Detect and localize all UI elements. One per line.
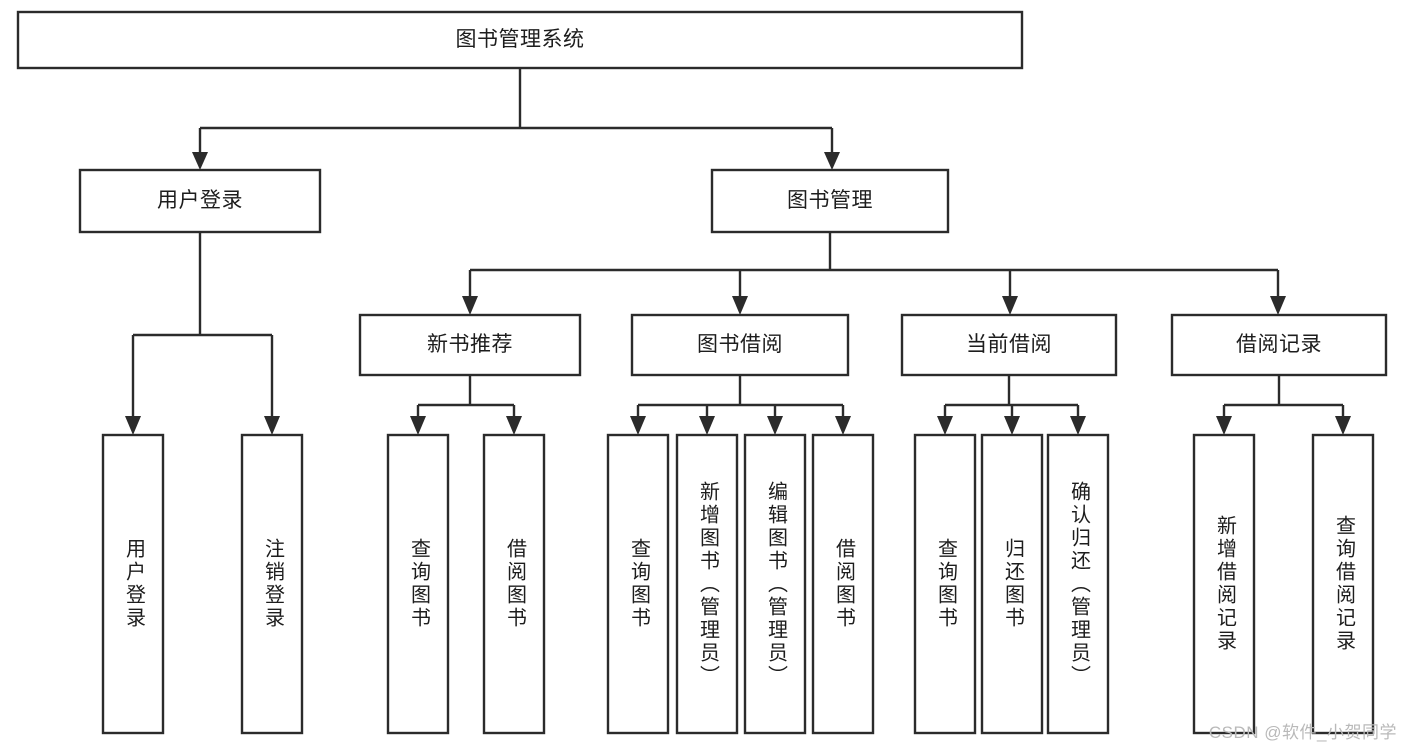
node-leaf-edit-book-box[interactable] [743,433,807,735]
arrowhead-leaf-confirm-return [1070,416,1086,435]
arrowhead-leaf-add-book [699,416,715,435]
node-current-borrow-box[interactable] [900,313,1118,377]
arrowhead-leaf-query-book-3 [937,416,953,435]
node-user-login-box[interactable] [78,168,322,234]
node-leaf-borrow-book-1-box[interactable] [482,433,546,735]
connector-book-borrow-to-leaves [636,375,845,420]
node-leaf-query-book-2-box[interactable] [606,433,670,735]
node-new-book-rec-box[interactable] [358,313,582,377]
node-leaf-logout-box[interactable] [240,433,304,735]
arrowhead-leaf-query-book-1 [410,416,426,435]
connector-current-borrow-to-leaves [943,375,1080,420]
arrowhead-to-book-borrow [732,296,748,315]
node-book-manage-box[interactable] [710,168,950,234]
node-leaf-add-book-box[interactable] [675,433,739,735]
connector-borrow-record-to-leaves [1222,375,1345,420]
connector-new-book-rec-to-leaves [416,375,516,420]
connector-root-to-level2 [198,68,834,156]
connector-book-manage-to-level3 [468,232,1280,300]
arrowhead-to-borrow-record [1270,296,1286,315]
arrowhead-leaf-edit-book [767,416,783,435]
node-root-box[interactable] [16,10,1024,70]
node-leaf-add-record-box[interactable] [1192,433,1256,735]
arrowhead-leaf-borrow-book-2 [835,416,851,435]
arrowhead-to-user-login [192,152,208,170]
node-book-borrow-box[interactable] [630,313,850,377]
arrowhead-to-new-book-rec [462,296,478,315]
connector-user-login-to-leaves [131,232,274,420]
node-leaf-query-book-3-box[interactable] [913,433,977,735]
node-leaf-user-login-box[interactable] [101,433,165,735]
node-borrow-record-box[interactable] [1170,313,1388,377]
arrowhead-to-current-borrow [1002,296,1018,315]
arrowhead-leaf-query-book-2 [630,416,646,435]
arrowhead-leaf-add-record [1216,416,1232,435]
arrowhead-leaf-borrow-book-1 [506,416,522,435]
node-leaf-confirm-return-box[interactable] [1046,433,1110,735]
arrowhead-leaf-query-record [1335,416,1351,435]
arrowhead-leaf-user-login [125,416,141,435]
node-leaf-return-book-box[interactable] [980,433,1044,735]
csdn-watermark: CSDN @软件_小贺同学 [1208,723,1397,742]
arrowhead-to-book-manage [824,152,840,170]
arrowhead-leaf-return-book [1004,416,1020,435]
node-leaf-query-record-box[interactable] [1311,433,1375,735]
node-leaf-borrow-book-2-box[interactable] [811,433,875,735]
node-leaf-query-book-1-box[interactable] [386,433,450,735]
arrowhead-leaf-logout [264,416,280,435]
